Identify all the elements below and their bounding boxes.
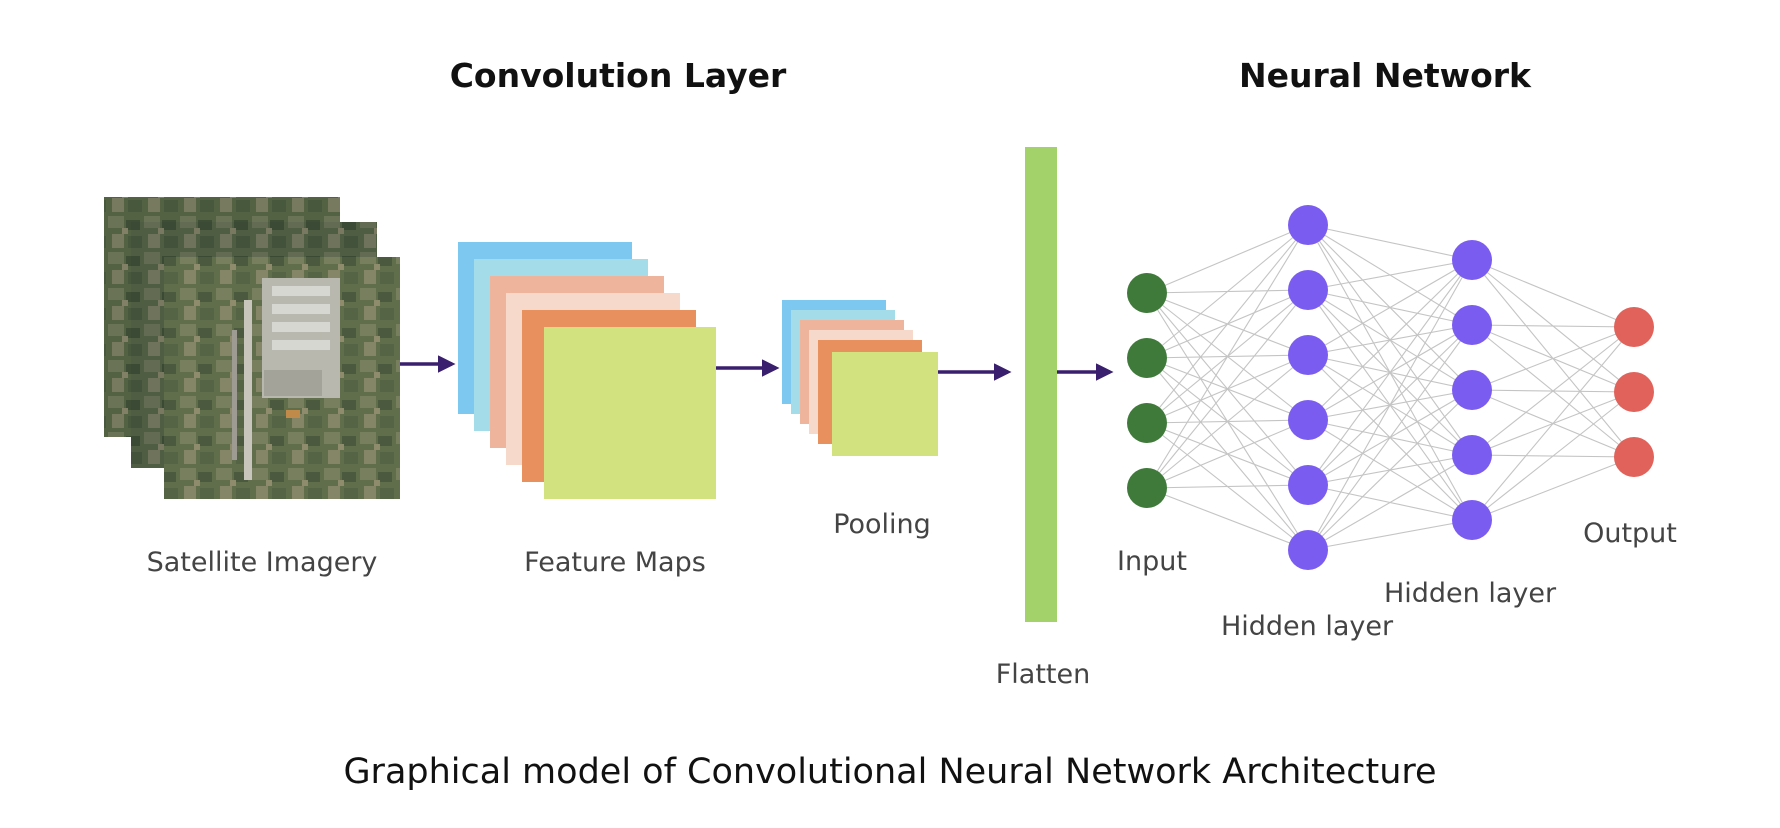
connection-line — [1307, 324, 1473, 551]
connection-line — [1307, 389, 1473, 551]
connection-line — [1471, 326, 1635, 521]
hidden-node — [1288, 335, 1328, 375]
connection-line — [1146, 224, 1309, 489]
connection-line — [1307, 454, 1473, 551]
network-connections — [1146, 224, 1635, 551]
input-layer-label: Input — [1117, 546, 1187, 577]
satellite-image-icon — [164, 257, 400, 499]
connection-line — [1471, 391, 1635, 521]
hidden-layer-1-label: Hidden layer — [1221, 611, 1394, 642]
connection-line — [1471, 456, 1635, 521]
hidden-node — [1452, 305, 1492, 345]
feature-maps-label: Feature Maps — [524, 547, 706, 578]
connection-line — [1307, 259, 1473, 551]
feature-maps-stack — [458, 242, 716, 499]
connection-line — [1146, 484, 1309, 489]
pooled-map — [832, 352, 938, 456]
connection-line — [1146, 487, 1309, 551]
satellite-imagery-stack — [104, 197, 400, 499]
hidden-node — [1452, 240, 1492, 280]
input-node — [1127, 468, 1167, 508]
output-node — [1614, 437, 1654, 477]
connection-line — [1307, 224, 1473, 261]
feature-map — [544, 327, 716, 499]
diagram-caption: Graphical model of Convolutional Neural … — [343, 752, 1436, 792]
connection-line — [1307, 259, 1473, 291]
output-node — [1614, 307, 1654, 347]
hidden-node — [1288, 465, 1328, 505]
input-node — [1127, 273, 1167, 313]
connection-line — [1146, 419, 1309, 489]
hidden-layer-2-label: Hidden layer — [1384, 578, 1557, 609]
flatten-label: Flatten — [996, 659, 1090, 690]
input-node — [1127, 403, 1167, 443]
connection-line — [1471, 326, 1635, 456]
hidden-node — [1288, 400, 1328, 440]
connection-line — [1146, 354, 1309, 489]
hidden-node — [1452, 500, 1492, 540]
hidden-node — [1452, 435, 1492, 475]
hidden-node — [1288, 270, 1328, 310]
neural-network-heading: Neural Network — [1239, 56, 1532, 95]
connection-line — [1146, 224, 1309, 424]
pooling-label: Pooling — [833, 509, 931, 540]
hidden-node — [1288, 205, 1328, 245]
convolution-layer-heading: Convolution Layer — [450, 56, 787, 95]
connection-line — [1307, 259, 1473, 486]
connection-line — [1307, 259, 1473, 421]
connection-line — [1146, 289, 1309, 489]
hidden-node — [1452, 370, 1492, 410]
connection-line — [1471, 324, 1635, 328]
satellite-imagery-label: Satellite Imagery — [147, 547, 378, 578]
connection-line — [1471, 326, 1635, 391]
flatten-bar — [1025, 147, 1057, 622]
connection-line — [1146, 224, 1309, 359]
hidden-node — [1288, 530, 1328, 570]
connection-line — [1307, 259, 1473, 356]
output-layer-label: Output — [1583, 518, 1677, 549]
network-nodes — [1127, 205, 1654, 570]
pooling-stack — [782, 300, 938, 456]
input-node — [1127, 338, 1167, 378]
output-node — [1614, 372, 1654, 412]
connection-line — [1307, 519, 1473, 551]
connection-line — [1146, 224, 1309, 294]
connection-line — [1471, 259, 1635, 328]
